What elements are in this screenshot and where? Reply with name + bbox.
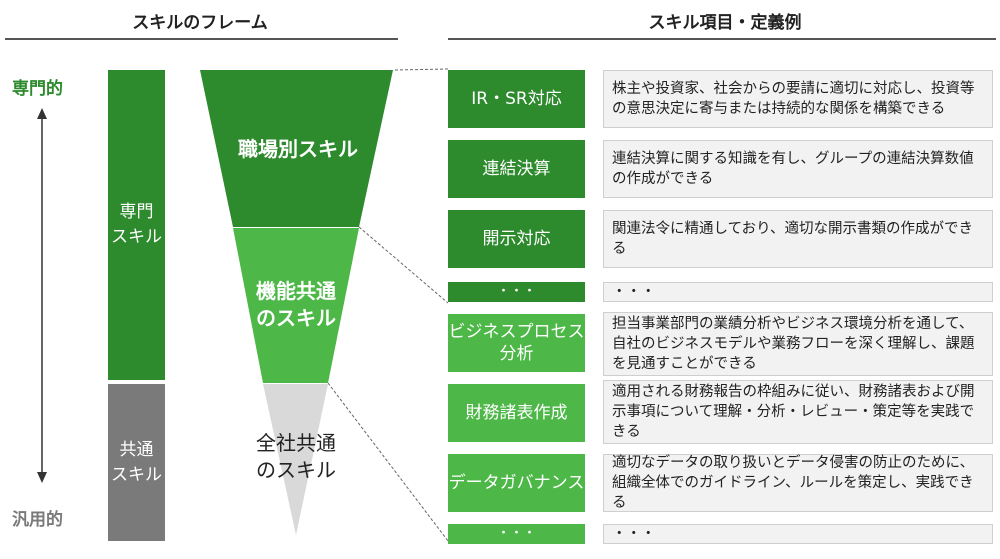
skill-name-ir-sr: IR・SR対応 <box>448 70 585 128</box>
double-arrow-icon <box>37 108 47 483</box>
common-skill-column: 共通 スキル <box>108 384 165 541</box>
skill-definition-ir-sr: 株主や投資家、社会からの要請に適切に対応し、投資等の意思決定に寄与または持続的な… <box>603 70 993 128</box>
skill-definition-business-process: 担当事業部門の業績分析やビジネス環境分析を通して、自社のビジネスモデルや業務フロ… <box>603 312 993 376</box>
funnel-level-2 <box>233 228 359 383</box>
skill-definition-disclosure: 関連法令に精通しており、適切な開示書類の作成ができる <box>603 210 993 268</box>
skill-name-ellipsis-2: ・・・ <box>448 524 585 544</box>
skill-name-data-governance: データガバナンス <box>448 454 585 512</box>
skill-definition-consolidation: 連結決算に関する知識を有し、グループの連結決算数値の作成ができる <box>603 140 993 198</box>
framework-header: スキルのフレーム <box>132 13 268 33</box>
funnel-level-1-label: 職場別スキル <box>238 137 358 161</box>
skill-definition-text: 株主や投資家、社会からの要請に適切に対応し、投資等の意思決定に寄与または持続的な… <box>612 80 975 117</box>
funnel-level-1 <box>200 70 393 227</box>
skill-definition-text: 連結決算に関する知識を有し、グループの連結決算数値の作成ができる <box>612 150 974 187</box>
skill-definition-text: 適切なデータの取り扱いとデータ侵害の防止のために、組織全体でのガイドライン、ルー… <box>612 454 975 512</box>
axis-top-label: 専門的 <box>12 79 63 99</box>
skill-name-consolidation: 連結決算 <box>448 140 585 198</box>
skill-definition-ellipsis-2: ・・・ <box>603 524 993 544</box>
skill-definition-text: ・・・ <box>612 525 656 542</box>
connector-line-2 <box>358 226 449 304</box>
connector-line-3 <box>327 382 449 542</box>
funnel-level-3-label: 全社共通 のスキル <box>256 431 336 482</box>
skill-definition-text: 適用される財務報告の枠組みに従い、財務諸表および開示事項について理解・分析・レビ… <box>612 383 975 441</box>
skill-definition-text: 関連法令に精通しており、適切な開示書類の作成ができる <box>612 220 974 257</box>
skill-definition-text: ・・・ <box>612 283 656 300</box>
skill-name-business-process: ビジネスプロセス 分析 <box>448 314 585 372</box>
skill-name-financial-statements: 財務諸表作成 <box>448 384 585 442</box>
funnel-level-3 <box>263 384 328 535</box>
skill-definition-financial-statements: 適用される財務報告の枠組みに従い、財務諸表および開示事項について理解・分析・レビ… <box>603 380 993 444</box>
framework-header-rule <box>5 38 398 40</box>
skill-definition-text: 担当事業部門の業績分析やビジネス環境分析を通して、自社のビジネスモデルや業務フロ… <box>612 315 975 373</box>
definitions-header-rule <box>448 38 996 40</box>
skill-name-ellipsis-1: ・・・ <box>448 282 585 302</box>
axis-bottom-label: 汎用的 <box>12 510 63 530</box>
skill-definition-data-governance: 適切なデータの取り扱いとデータ侵害の防止のために、組織全体でのガイドライン、ルー… <box>603 454 993 512</box>
funnel-level-2-label: 機能共通 のスキル <box>256 279 336 330</box>
specialized-skill-column: 専門 スキル <box>108 70 165 380</box>
skill-name-disclosure: 開示対応 <box>448 210 585 268</box>
definitions-header: スキル項目・定義例 <box>648 13 802 33</box>
skill-definition-ellipsis-1: ・・・ <box>603 282 993 302</box>
connector-line-1 <box>394 68 449 71</box>
